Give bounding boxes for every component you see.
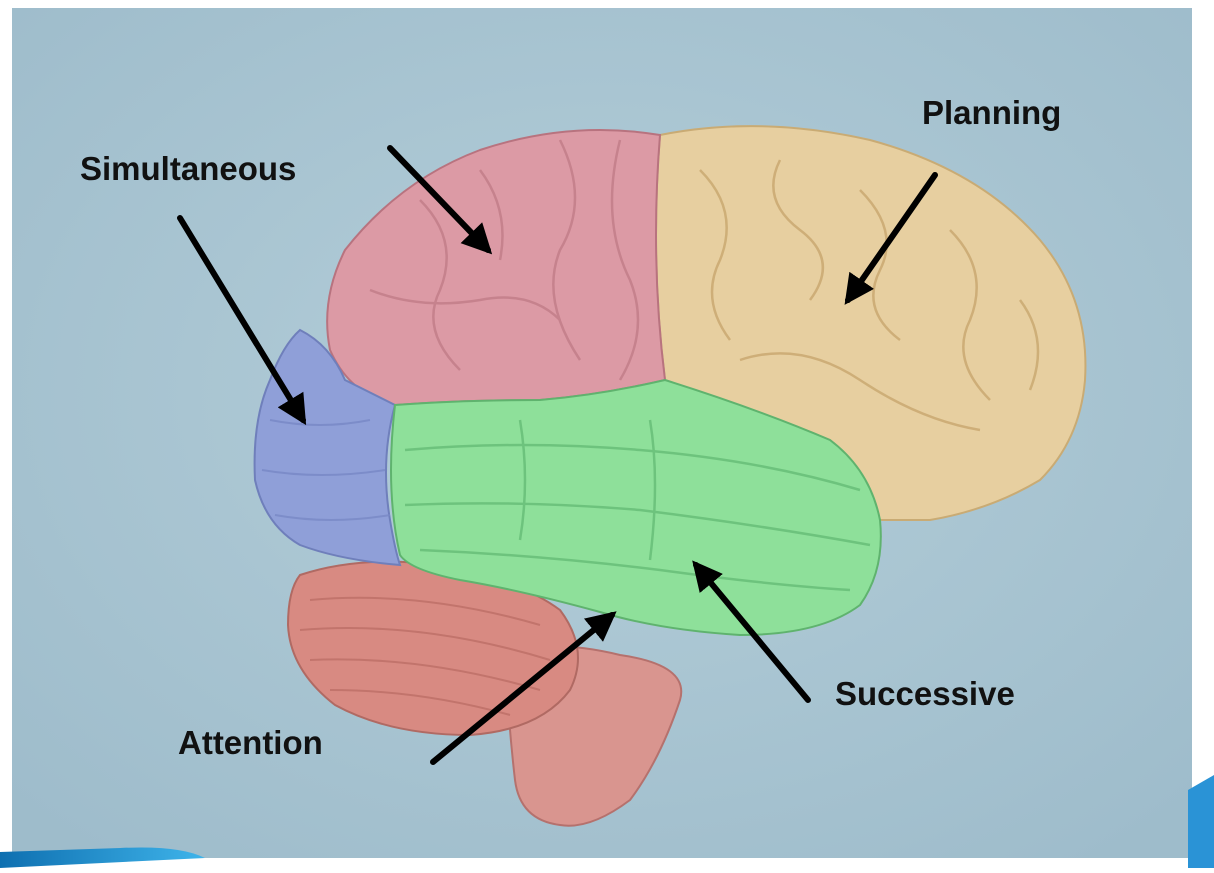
- accent-swoosh-right: [1188, 775, 1214, 868]
- successive-label: Successive: [835, 677, 1015, 710]
- attention-label: Attention: [178, 726, 323, 759]
- planning-label: Planning: [922, 96, 1061, 129]
- simultaneous-label: Simultaneous: [80, 152, 296, 185]
